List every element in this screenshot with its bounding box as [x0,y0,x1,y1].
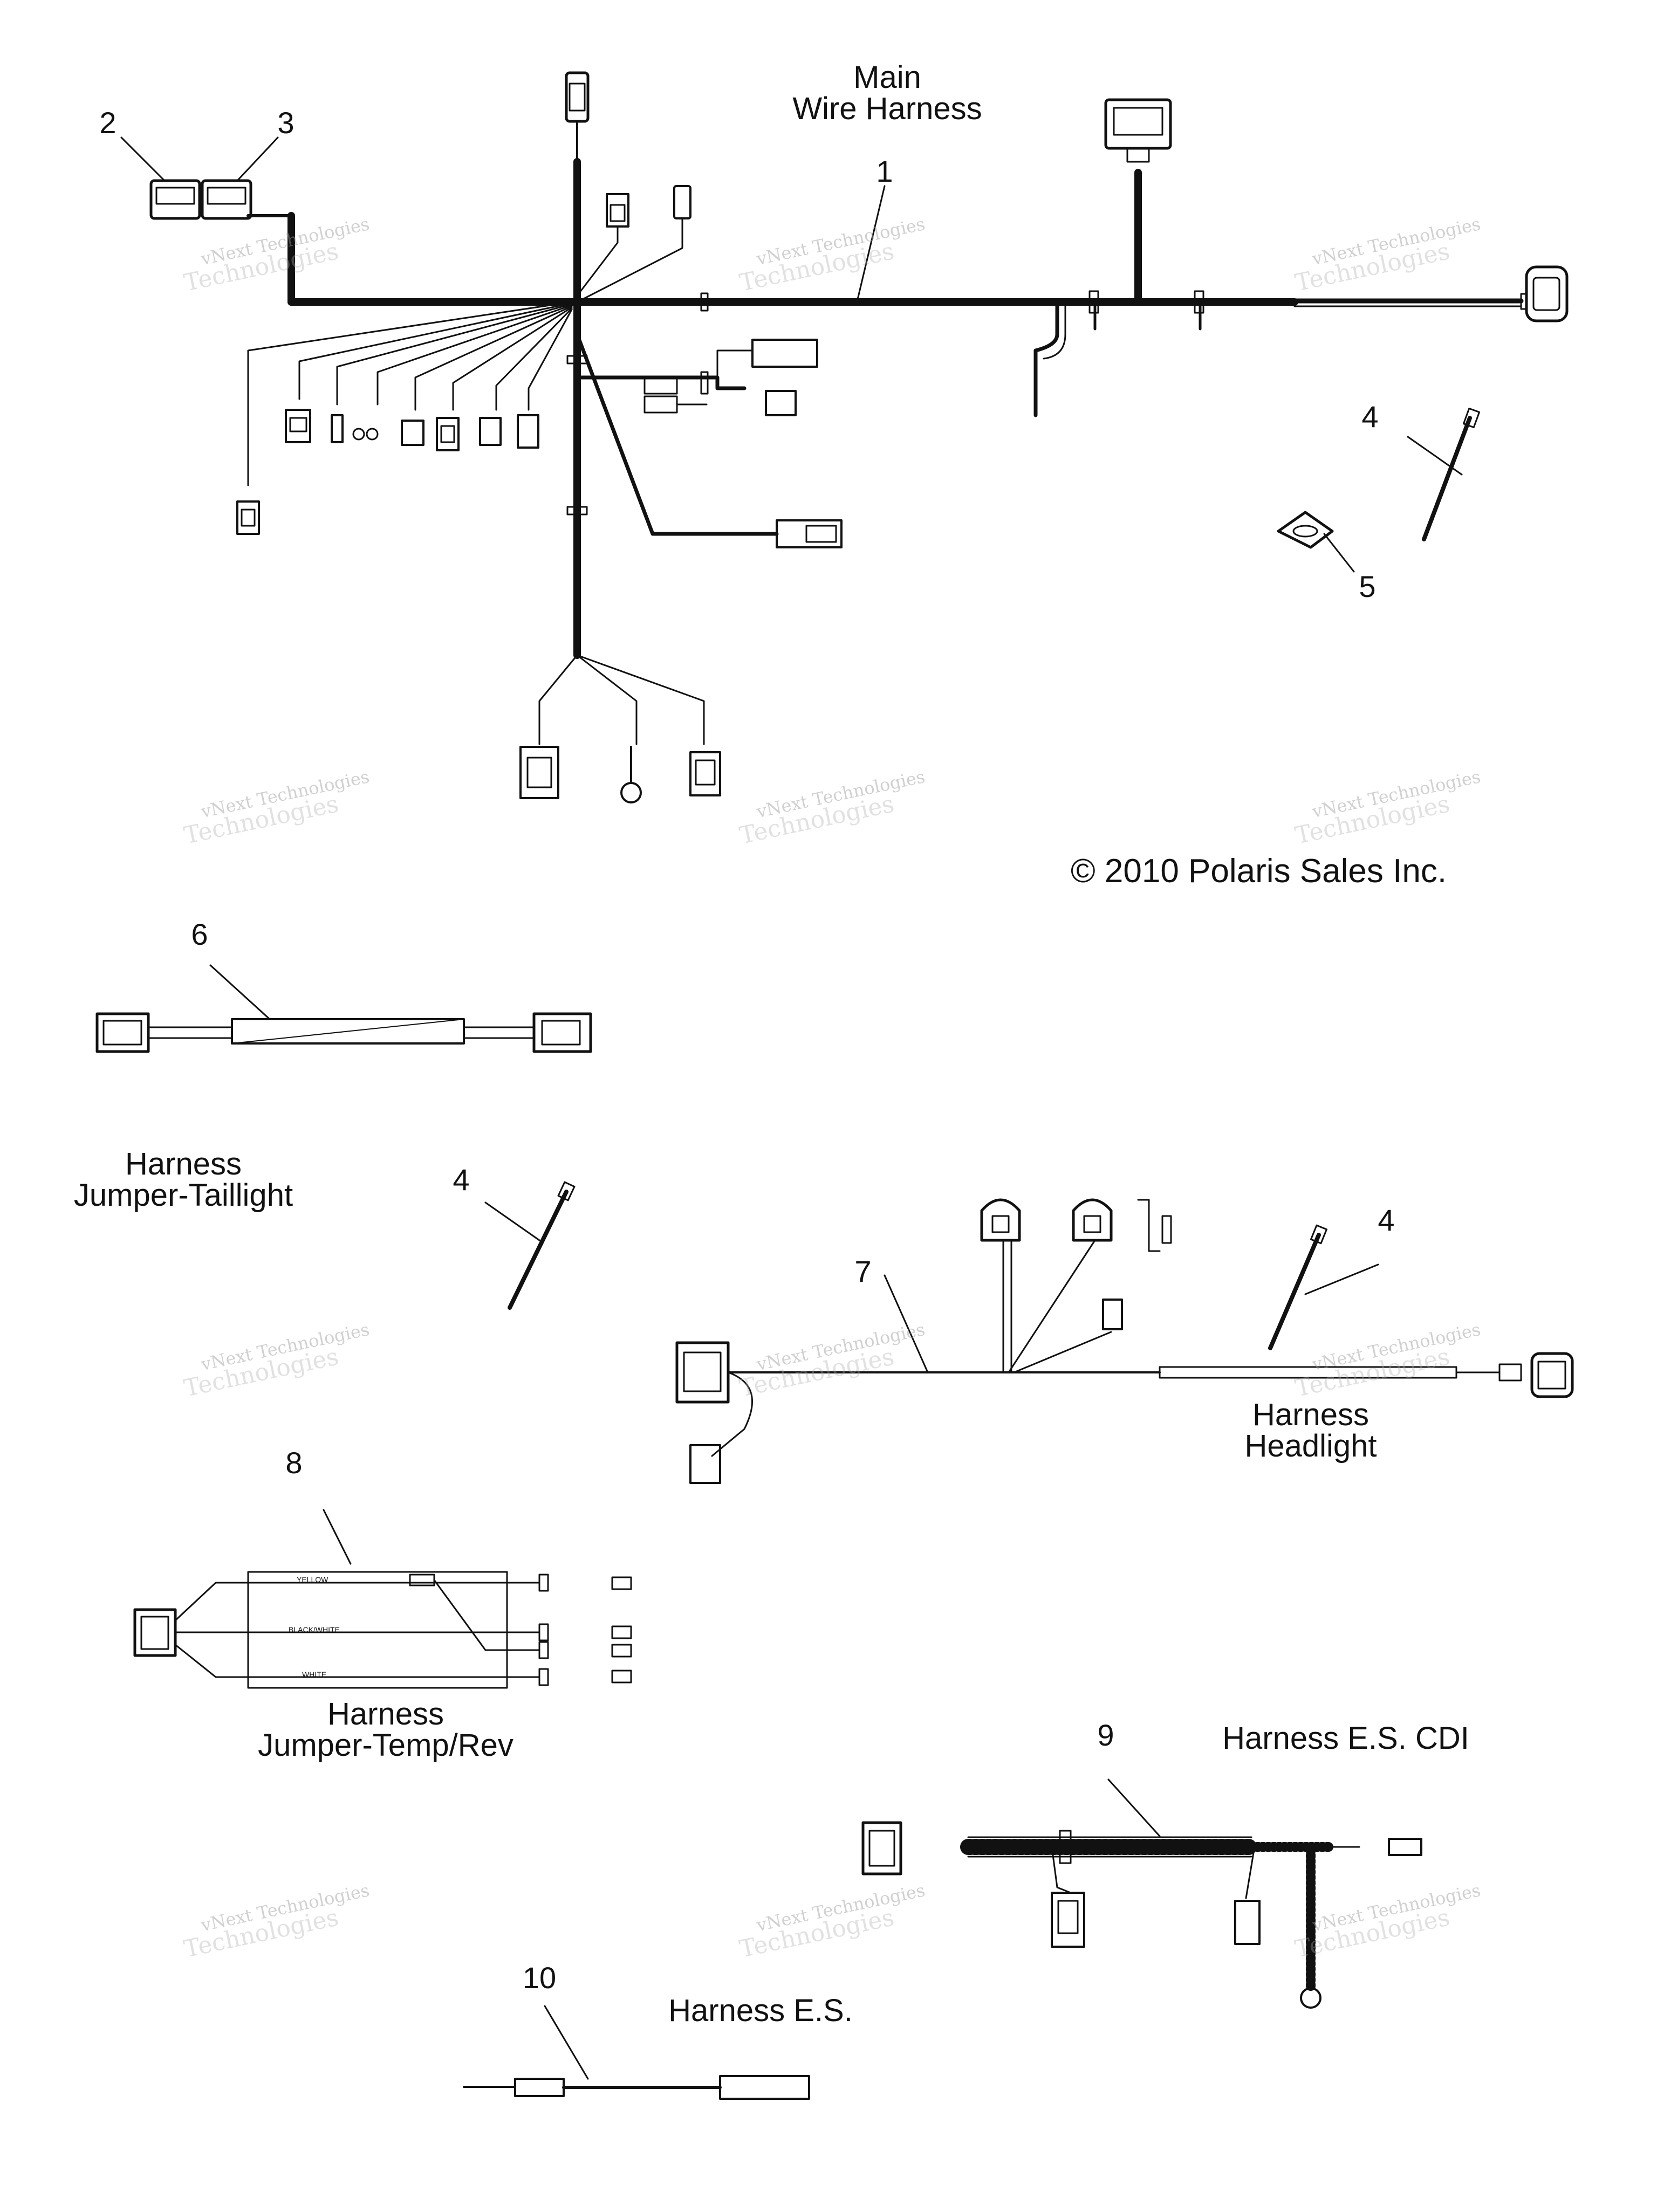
wire-label-white: WHITE [302,1670,327,1679]
temp-rev-jumper-harness [133,1509,632,1689]
main-wire-harness [120,71,1569,803]
headlight-harness [675,1198,1574,1484]
es-cdi-harness-title: Harness E.S. CDI [1222,1721,1469,1756]
headlight-harness-title: Harness Headlight [1203,1399,1419,1462]
callout-9: 9 [1097,1718,1114,1752]
headlight-harness-title-line1: Harness [1252,1397,1369,1432]
taillight-harness-title-line2: Jumper-Taillight [73,1178,293,1213]
headlight-harness-title-line2: Headlight [1244,1428,1377,1464]
copyright-notice: © 2010 Polaris Sales Inc. [1071,853,1447,890]
temp-rev-harness-title-line1: Harness [327,1696,444,1732]
callout-3: 3 [277,106,295,140]
callout-4-middle: 4 [453,1163,470,1197]
callout-1: 1 [876,154,893,188]
taillight-jumper-harness [95,964,592,1053]
callout-7: 7 [854,1254,872,1288]
main-harness-title: Main Wire Harness [779,62,995,125]
cable-tie-middle [484,1181,576,1310]
callout-4-top: 4 [1361,400,1379,434]
main-harness-title-line1: Main [853,60,921,95]
callout-10: 10 [522,1961,557,1995]
temp-rev-harness-title: Harness Jumper-Temp/Rev [245,1699,526,1761]
taillight-harness-title: Harness Jumper-Taillight [54,1149,313,1211]
main-harness-title-line2: Wire Harness [792,91,982,126]
callout-4-right: 4 [1378,1203,1395,1237]
callout-8: 8 [285,1446,303,1480]
es-harness [463,2005,810,2100]
wire-label-yellow: YELLOW [297,1575,328,1584]
wire-label-black-white: BLACK/WHITE [289,1625,340,1634]
taillight-harness-title-line1: Harness [125,1146,242,1181]
callout-2: 2 [99,106,117,140]
cable-tie-and-clip [1277,407,1481,573]
temp-rev-harness-title-line2: Jumper-Temp/Rev [258,1728,513,1763]
callout-5: 5 [1359,569,1376,603]
es-cdi-harness [861,1778,1422,2009]
es-harness-title: Harness E.S. [668,1993,853,2028]
callout-6: 6 [191,917,208,951]
